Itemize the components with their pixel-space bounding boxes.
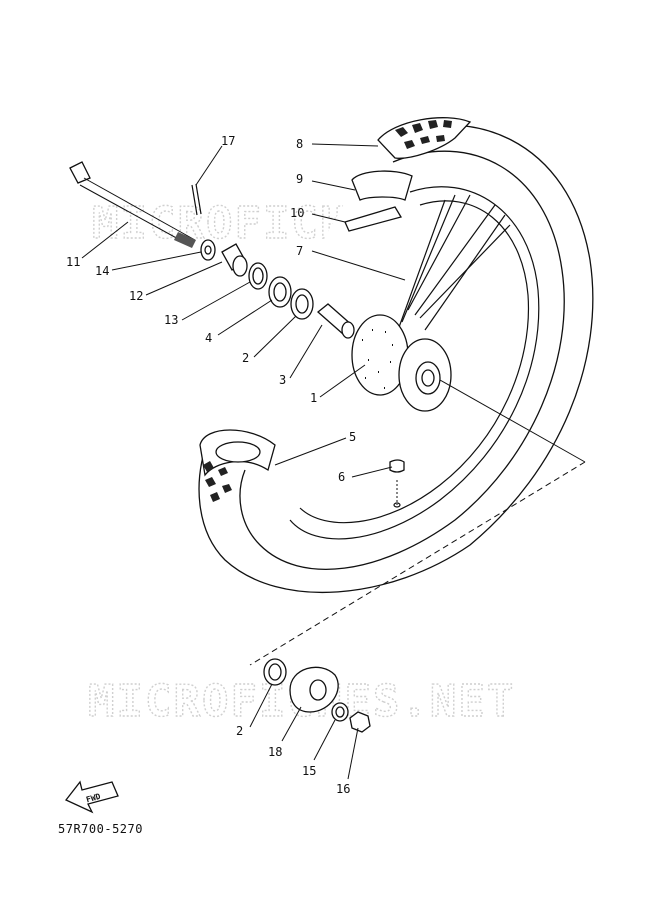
label-part-13: 13 [164, 313, 178, 327]
fwd-arrow-icon: FWD [64, 780, 119, 814]
label-part-11: 11 [66, 255, 80, 269]
label-part-2-upper: 2 [242, 351, 249, 365]
rim-band [344, 206, 403, 232]
part-labels: 17 8 9 10 7 11 14 12 13 4 2 3 1 5 6 2 18… [66, 134, 356, 796]
label-part-9: 9 [296, 172, 303, 186]
label-part-4: 4 [205, 331, 212, 345]
label-part-12: 12 [129, 289, 143, 303]
valve-cap [389, 459, 405, 473]
fwd-label: FWD [85, 792, 102, 805]
label-part-17: 17 [221, 134, 235, 148]
label-part-5: 5 [349, 430, 356, 444]
tube [351, 170, 413, 201]
label-part-15: 15 [302, 764, 316, 778]
label-part-7: 7 [296, 244, 303, 258]
spokes [397, 194, 511, 331]
catalog-code: 57R700-5270 [58, 822, 143, 836]
label-part-18: 18 [268, 745, 282, 759]
leader-lines [81, 143, 406, 780]
label-part-10: 10 [290, 206, 304, 220]
lower-parts [249, 379, 586, 733]
axle-parts [69, 161, 355, 339]
label-part-2-lower: 2 [236, 724, 243, 738]
label-part-8: 8 [296, 137, 303, 151]
label-part-16: 16 [336, 782, 350, 796]
label-part-6: 6 [338, 470, 345, 484]
label-part-1: 1 [310, 391, 317, 405]
label-part-3: 3 [279, 373, 286, 387]
label-part-14: 14 [95, 264, 109, 278]
wheel-assembly [198, 117, 594, 593]
